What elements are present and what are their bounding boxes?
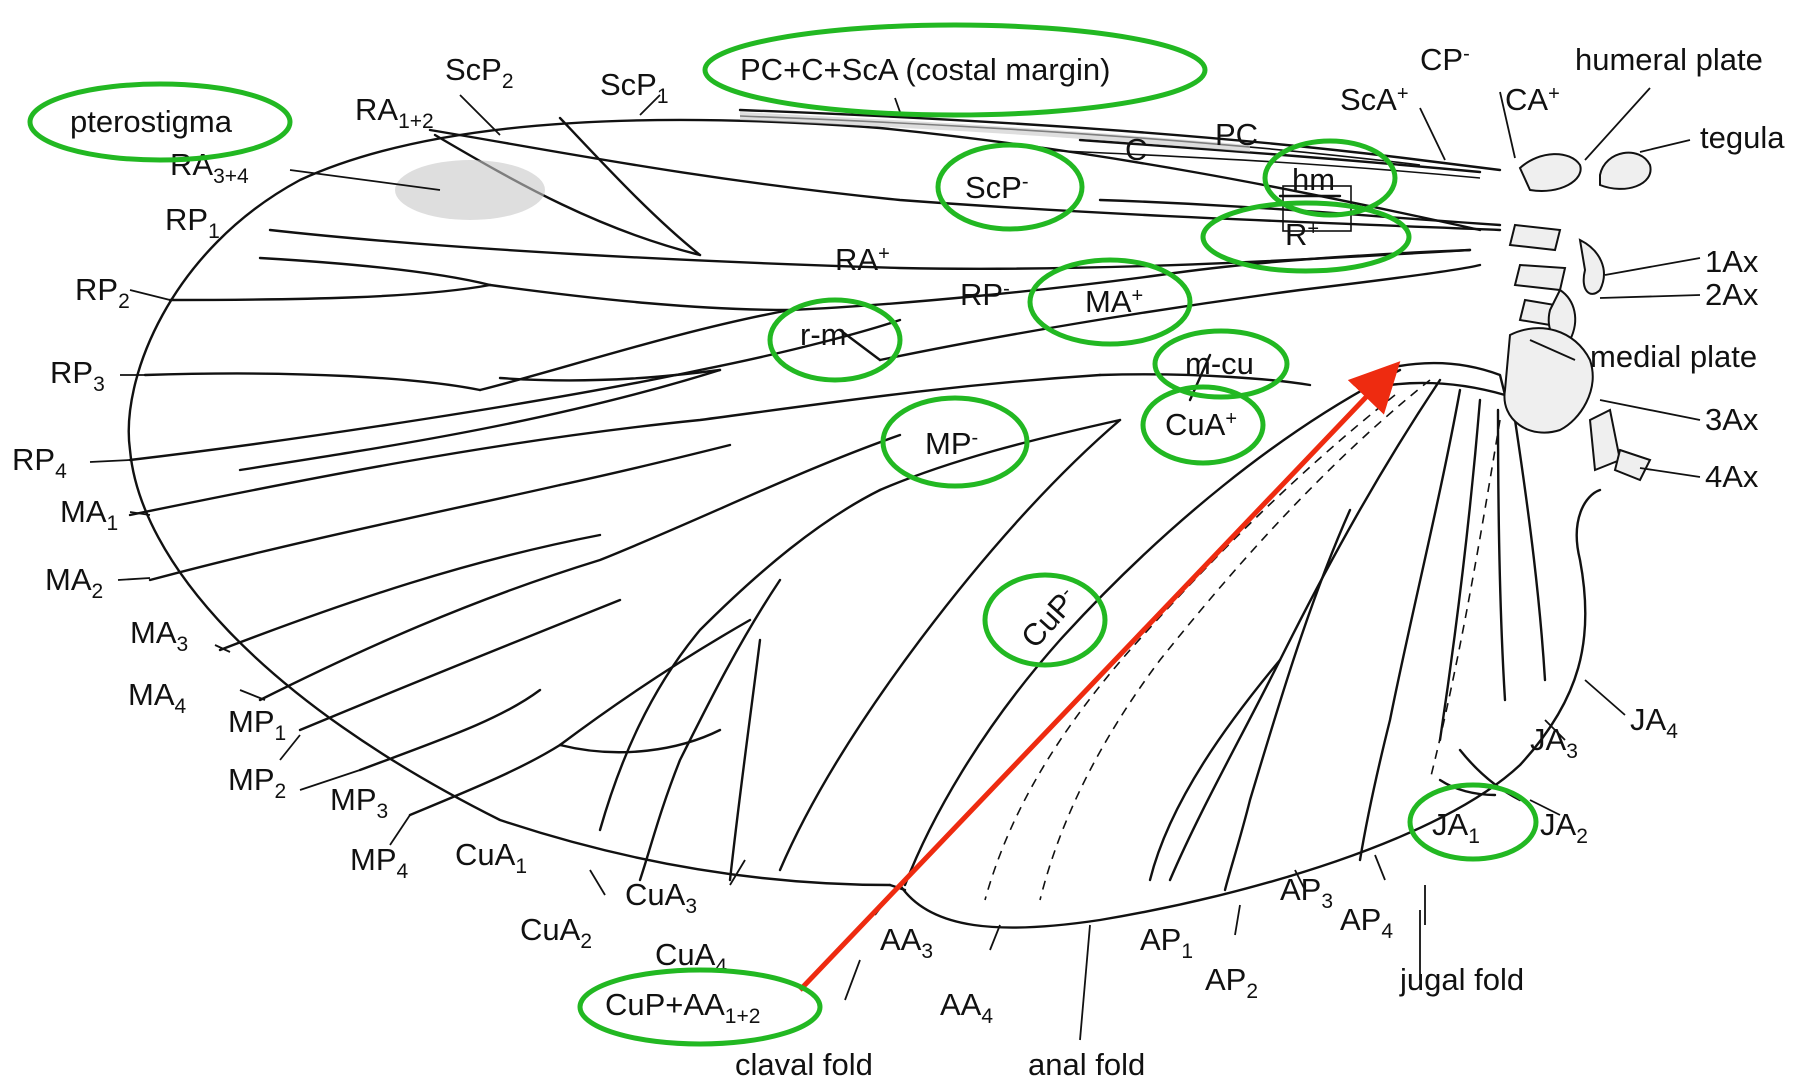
anal-veins [903,361,1547,901]
label-ra-plus: RA+ [835,242,890,277]
label-rp3: RP3 [50,355,105,396]
radial-veins [128,228,1472,472]
label-r-plus: R+ [1285,217,1319,252]
label-claval-fold: claval fold [735,1047,873,1082]
label-ap4: AP4 [1340,902,1393,943]
label-3ax: 3Ax [1705,402,1759,437]
label-humeral-plate: humeral plate [1575,42,1763,77]
costal-margin-stipple [740,112,1250,152]
label-ja2: JA2 [1540,807,1588,848]
label-r-m: r-m [800,317,846,352]
cubital-veins [598,373,1312,882]
highlight-circles [27,22,1539,1047]
label-rp4: RP4 [12,442,67,483]
label-scp-minus: ScP- [965,170,1029,205]
label-cua4: CuA4 [655,937,727,978]
label-jugal-fold: jugal fold [1399,962,1524,997]
label-ap3: AP3 [1280,872,1333,913]
labels: ScP2 ScP1 PC+C+ScA (costal margin) CP- h… [12,42,1785,1082]
label-1ax: 1Ax [1705,244,1759,279]
label-ma2: MA2 [45,562,103,603]
label-cua3: CuA3 [625,877,697,918]
highlight-r-plus [1200,200,1412,274]
label-cup-aa12: CuP+AA1+2 [605,987,760,1028]
label-m-cu: m-cu [1185,346,1254,381]
label-aa4: AA4 [940,987,993,1028]
label-ja1: JA1 [1432,807,1480,848]
label-cua2: CuA2 [520,912,592,953]
label-aa3: AA3 [880,922,933,963]
highlight-ma-plus [1027,257,1193,347]
label-mp2: MP2 [228,762,286,803]
label-pterostigma: pterostigma [70,104,233,139]
label-costal-margin: PC+C+ScA (costal margin) [740,52,1110,87]
label-ma3: MA3 [130,615,188,656]
label-ap1: AP1 [1140,922,1193,963]
pterostigma-shading [395,160,545,220]
highlight-cup-minus [982,572,1108,668]
leader-lines [89,87,1701,1041]
label-cp: CP- [1420,42,1470,77]
label-hm: hm [1292,162,1335,197]
red-arrow [798,361,1401,992]
label-mp1: MP1 [228,704,286,745]
highlight-pterostigma [27,81,293,163]
label-mp3: MP3 [330,782,388,823]
highlight-ja1 [1407,782,1539,862]
label-medial-plate: medial plate [1590,339,1757,374]
label-4ax: 4Ax [1705,459,1759,494]
label-ca: CA+ [1505,82,1560,117]
label-c: C [1125,132,1147,167]
label-ja3: JA3 [1530,722,1578,763]
label-rp1: RP1 [165,202,220,243]
label-2ax: 2Ax [1705,277,1759,312]
label-ma-plus: MA+ [1085,284,1143,319]
label-ma1: MA1 [60,494,118,535]
axillary-sclerites [1503,151,1652,482]
highlight-mp-minus [880,395,1030,489]
label-cup-minus: CuP- [1014,581,1085,654]
medial-veins [128,263,1482,817]
highlight-m-cu [1152,328,1290,400]
label-ra34: RA3+4 [170,147,249,188]
highlight-costal-margin [702,22,1208,118]
label-scp1: ScP1 [600,67,669,108]
label-ra12: RA1+2 [355,92,434,133]
label-cua1: CuA1 [455,837,527,878]
highlight-hm [1262,138,1398,218]
label-sca: ScA+ [1340,82,1409,117]
label-pc: PC [1215,117,1258,152]
highlight-cup-aa12 [577,967,823,1047]
label-mp-minus: MP- [925,426,978,461]
highlight-cua-plus [1140,384,1266,466]
label-ap2: AP2 [1205,962,1258,1003]
highlight-r-m [767,297,903,383]
label-tegula: tegula [1700,120,1785,155]
highlight-scp-minus [935,142,1085,232]
label-mp4: MP4 [350,842,409,883]
label-anal-fold: anal fold [1028,1047,1145,1082]
label-cua-plus: CuA+ [1165,407,1237,442]
label-ma4: MA4 [128,677,187,718]
label-rp-minus: RP- [960,277,1010,312]
label-scp2: ScP2 [445,52,514,93]
label-ja4: JA4 [1630,702,1678,743]
label-rp2: RP2 [75,272,130,313]
